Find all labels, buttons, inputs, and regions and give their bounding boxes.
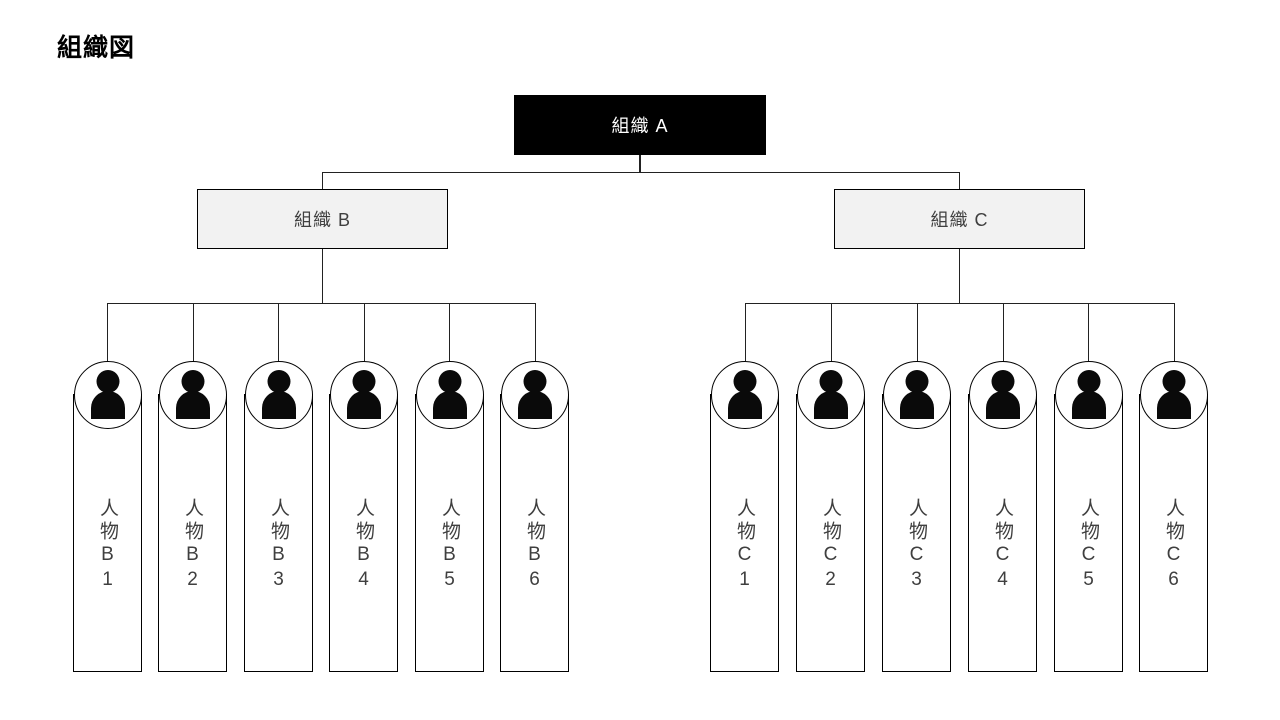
person-icon (905, 370, 928, 393)
avatar-circle (1139, 361, 1208, 429)
person-icon (352, 370, 375, 393)
member-node: 人物C4 (968, 361, 1037, 672)
connector-line (107, 303, 535, 304)
org-node-group-c-label: 組織 C (930, 210, 989, 230)
connector-line (449, 303, 450, 361)
member-node: 人物C6 (1139, 361, 1208, 672)
page-title: 組織図 (57, 34, 136, 62)
person-icon (517, 391, 552, 419)
connector-line (107, 303, 108, 361)
avatar-circle (796, 361, 865, 429)
member-label: 人物B3 (268, 498, 289, 594)
person-icon (813, 391, 848, 419)
person-icon (523, 370, 546, 393)
connector-line (1088, 303, 1089, 361)
connector-line (278, 303, 279, 361)
person-icon (346, 391, 381, 419)
member-node: 人物C1 (710, 361, 779, 672)
person-icon (899, 391, 934, 419)
person-icon (267, 370, 290, 393)
person-icon (181, 370, 204, 393)
avatar-circle (968, 361, 1037, 429)
person-icon (175, 391, 210, 419)
connector-line (639, 155, 641, 173)
avatar-circle (158, 361, 227, 429)
member-label: 人物B1 (97, 498, 118, 594)
connector-line (322, 172, 323, 189)
connector-line (193, 303, 194, 361)
member-label: 人物C1 (734, 498, 755, 594)
person-icon (1162, 370, 1185, 393)
connector-line (917, 303, 918, 361)
connector-line (364, 303, 365, 361)
person-icon (991, 370, 1014, 393)
org-node-root: 組織 A (514, 95, 766, 155)
connector-line (959, 249, 960, 303)
person-icon (985, 391, 1020, 419)
avatar-circle (710, 361, 779, 429)
avatar-circle (1054, 361, 1123, 429)
member-node: 人物B2 (158, 361, 227, 672)
member-node: 人物C3 (882, 361, 951, 672)
member-label: 人物C5 (1078, 498, 1099, 594)
org-node-root-label: 組織 A (611, 116, 669, 136)
member-label: 人物C3 (906, 498, 927, 594)
member-node: 人物B5 (415, 361, 484, 672)
person-icon (1156, 391, 1191, 419)
person-icon (432, 391, 467, 419)
connector-line (831, 303, 832, 361)
connector-line (745, 303, 1174, 304)
person-icon (733, 370, 756, 393)
person-icon (90, 391, 125, 419)
connector-line (745, 303, 746, 361)
avatar-circle (329, 361, 398, 429)
person-icon (96, 370, 119, 393)
avatar-circle (882, 361, 951, 429)
member-label: 人物B2 (182, 498, 203, 594)
person-icon (261, 391, 296, 419)
connector-line (535, 303, 536, 361)
connector-line (959, 172, 960, 189)
connector-line (1174, 303, 1175, 361)
member-label: 人物C2 (820, 498, 841, 594)
member-label: 人物C4 (992, 498, 1013, 594)
member-label: 人物B5 (439, 498, 460, 594)
avatar-circle (415, 361, 484, 429)
member-label: 人物B4 (353, 498, 374, 594)
member-node: 人物B1 (73, 361, 142, 672)
member-node: 人物B6 (500, 361, 569, 672)
person-icon (819, 370, 842, 393)
org-node-group-b-label: 組織 B (293, 210, 351, 230)
org-node-group-b: 組織 B (197, 189, 448, 249)
avatar-circle (73, 361, 142, 429)
person-icon (1077, 370, 1100, 393)
connector-line (322, 249, 323, 303)
member-node: 人物B4 (329, 361, 398, 672)
person-icon (1071, 391, 1106, 419)
person-icon (438, 370, 461, 393)
connector-line (1003, 303, 1004, 361)
member-label: 人物B6 (524, 498, 545, 594)
member-node: 人物C5 (1054, 361, 1123, 672)
avatar-circle (500, 361, 569, 429)
person-icon (727, 391, 762, 419)
org-node-group-c: 組織 C (834, 189, 1085, 249)
member-label: 人物C6 (1163, 498, 1184, 594)
member-node: 人物C2 (796, 361, 865, 672)
member-node: 人物B3 (244, 361, 313, 672)
connector-line (322, 172, 960, 173)
avatar-circle (244, 361, 313, 429)
